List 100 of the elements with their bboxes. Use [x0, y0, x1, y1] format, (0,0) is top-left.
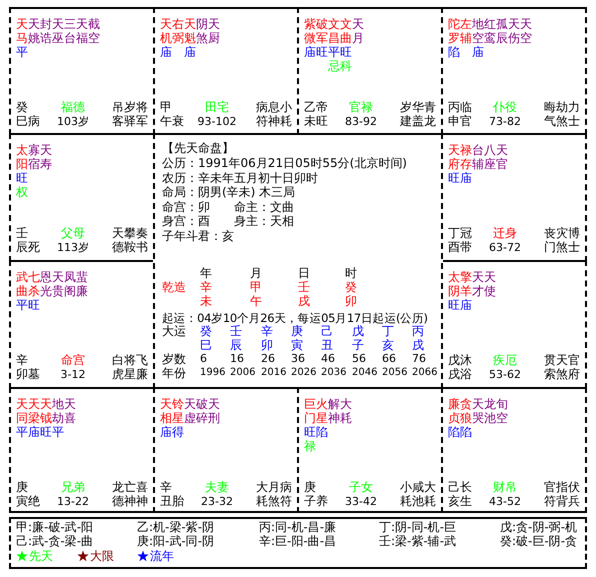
- info-line: 子年斗君：亥: [162, 228, 234, 242]
- star-name: 大耗: [340, 397, 352, 425]
- star-name: 武曲: [16, 270, 28, 298]
- palace-name: 福德: [60, 100, 86, 114]
- spirit-name: 咸池: [412, 480, 424, 508]
- age-range: 23-32: [200, 495, 234, 509]
- star-name: 太阳: [16, 143, 28, 171]
- star-name: 七杀: [28, 270, 40, 298]
- star-name: 天官: [496, 143, 508, 171]
- spirit-name: 华盖: [412, 100, 424, 128]
- pillar: 壬戌: [298, 280, 310, 308]
- age-value: 6: [200, 352, 207, 366]
- star-name: 左辅: [460, 17, 472, 45]
- star-name: 破军: [316, 17, 328, 45]
- star-name: 截空: [88, 17, 100, 45]
- star-name: 天姚: [28, 17, 40, 45]
- age-range: 73-82: [488, 115, 522, 129]
- star-name: 天魁: [184, 17, 196, 45]
- star-name: 廉贞: [448, 397, 460, 425]
- age-range: 3-12: [60, 368, 86, 382]
- palace-name: 官禄: [348, 100, 374, 114]
- star-name: 天福: [76, 17, 88, 45]
- luck-pillar: 己丑: [321, 324, 333, 352]
- brightness-mark: 旺: [448, 298, 460, 312]
- star-name: 台辅: [472, 143, 484, 171]
- transformation-rule: 己:武-贪-梁-曲: [16, 534, 94, 548]
- age-range: 93-102: [196, 115, 238, 129]
- age-range: 83-92: [344, 115, 378, 129]
- brightness-mark: 庙: [472, 45, 484, 59]
- spirit-name: 指背: [556, 480, 568, 508]
- transformation-mark: 科: [340, 59, 352, 73]
- row-label: 年份: [162, 366, 186, 380]
- stem-branch: 己亥: [448, 480, 460, 508]
- spirit-name: 病符: [280, 480, 292, 508]
- palace-cell: [441, 387, 587, 513]
- spirit-name: 龙德: [112, 480, 124, 508]
- info-line: 身宫：酉: [162, 214, 210, 228]
- stage-name: 长生: [460, 480, 472, 508]
- brightness-mark: 陷: [448, 45, 460, 59]
- age-range: 43-52: [488, 495, 522, 509]
- transformation-rule: 乙:机-梁-紫-阴: [137, 520, 214, 534]
- brightness-mark: 旺: [316, 45, 328, 59]
- age-value: 36: [291, 352, 305, 366]
- spirit-name: 丧门: [544, 226, 556, 254]
- info-line: 公历：1991年06月21日05时55分(北京时间): [162, 156, 407, 170]
- row-label: 乾造: [162, 280, 186, 294]
- spirit-name: 大耗: [424, 480, 436, 508]
- luck-pillar: 丁亥: [382, 324, 394, 352]
- star-name: 铃星: [172, 397, 184, 425]
- year-value: 2066: [412, 366, 438, 380]
- brightness-mark: 得: [172, 425, 184, 439]
- star-name: 天刑: [208, 397, 220, 425]
- stem-branch: 乙未: [304, 100, 316, 128]
- star-name: 天伤: [508, 17, 520, 45]
- spirit-name: 喜神: [136, 480, 148, 508]
- brightness-mark: 庙: [28, 425, 40, 439]
- spirit-name: 大耗: [256, 480, 268, 508]
- stage-name: 帝旺: [316, 100, 328, 128]
- stage-name: 墓: [28, 366, 40, 381]
- luck-pillar: 壬辰: [230, 324, 242, 352]
- star-name: 天府: [448, 143, 460, 171]
- transformation-rule: 丙:同-机-昌-廉: [259, 520, 336, 534]
- legend-label: 流年: [150, 549, 174, 563]
- star-name: 天同: [16, 397, 28, 425]
- year-value: 2016: [261, 366, 286, 380]
- stage-name: 临官: [460, 100, 472, 128]
- info-line: 身主：天相: [234, 214, 294, 228]
- stage-name: 养: [316, 493, 328, 508]
- transformation-rule: 壬:梁-紫-辅-武: [379, 534, 456, 548]
- star-name: 八座: [484, 143, 496, 171]
- transformation-rule: 丁:阴-同-机-巨: [379, 520, 456, 534]
- pillar: 癸卯: [345, 280, 357, 308]
- spirit-name: 病符: [256, 100, 268, 128]
- luck-pillar: 癸巳: [200, 324, 212, 352]
- star-name: 天才: [472, 270, 484, 298]
- star-name: 天寿: [40, 143, 52, 171]
- notes-panel: [9, 517, 587, 569]
- brightness-mark: 平: [328, 45, 340, 59]
- age-range: 13-22: [56, 495, 90, 509]
- spirit-name: 官符: [544, 480, 556, 508]
- age-range: 63-72: [488, 241, 522, 255]
- stage-name: 冠带: [460, 226, 472, 254]
- star-name: 天梁: [28, 397, 40, 425]
- age-range: 53-62: [488, 368, 522, 382]
- stem-branch: 丁酉: [448, 226, 460, 254]
- age-value: 76: [412, 352, 426, 366]
- age-value: 46: [321, 352, 335, 366]
- stage-name: 衰: [172, 113, 184, 128]
- brightness-mark: 庙: [460, 298, 472, 312]
- age-value: 26: [261, 352, 275, 366]
- star-name: 阴煞: [196, 17, 208, 45]
- spirit-name: 晦气: [544, 100, 556, 128]
- stem-branch: 辛丑: [160, 480, 172, 508]
- star-name: 火星: [316, 397, 328, 425]
- star-name: 天钺: [40, 397, 52, 425]
- star-name: 地劫: [52, 397, 64, 425]
- age-value: 56: [352, 352, 366, 366]
- pillar: 甲午: [250, 280, 262, 308]
- brightness-mark: 旺: [304, 425, 316, 439]
- spirit-name: 小耗: [280, 100, 292, 128]
